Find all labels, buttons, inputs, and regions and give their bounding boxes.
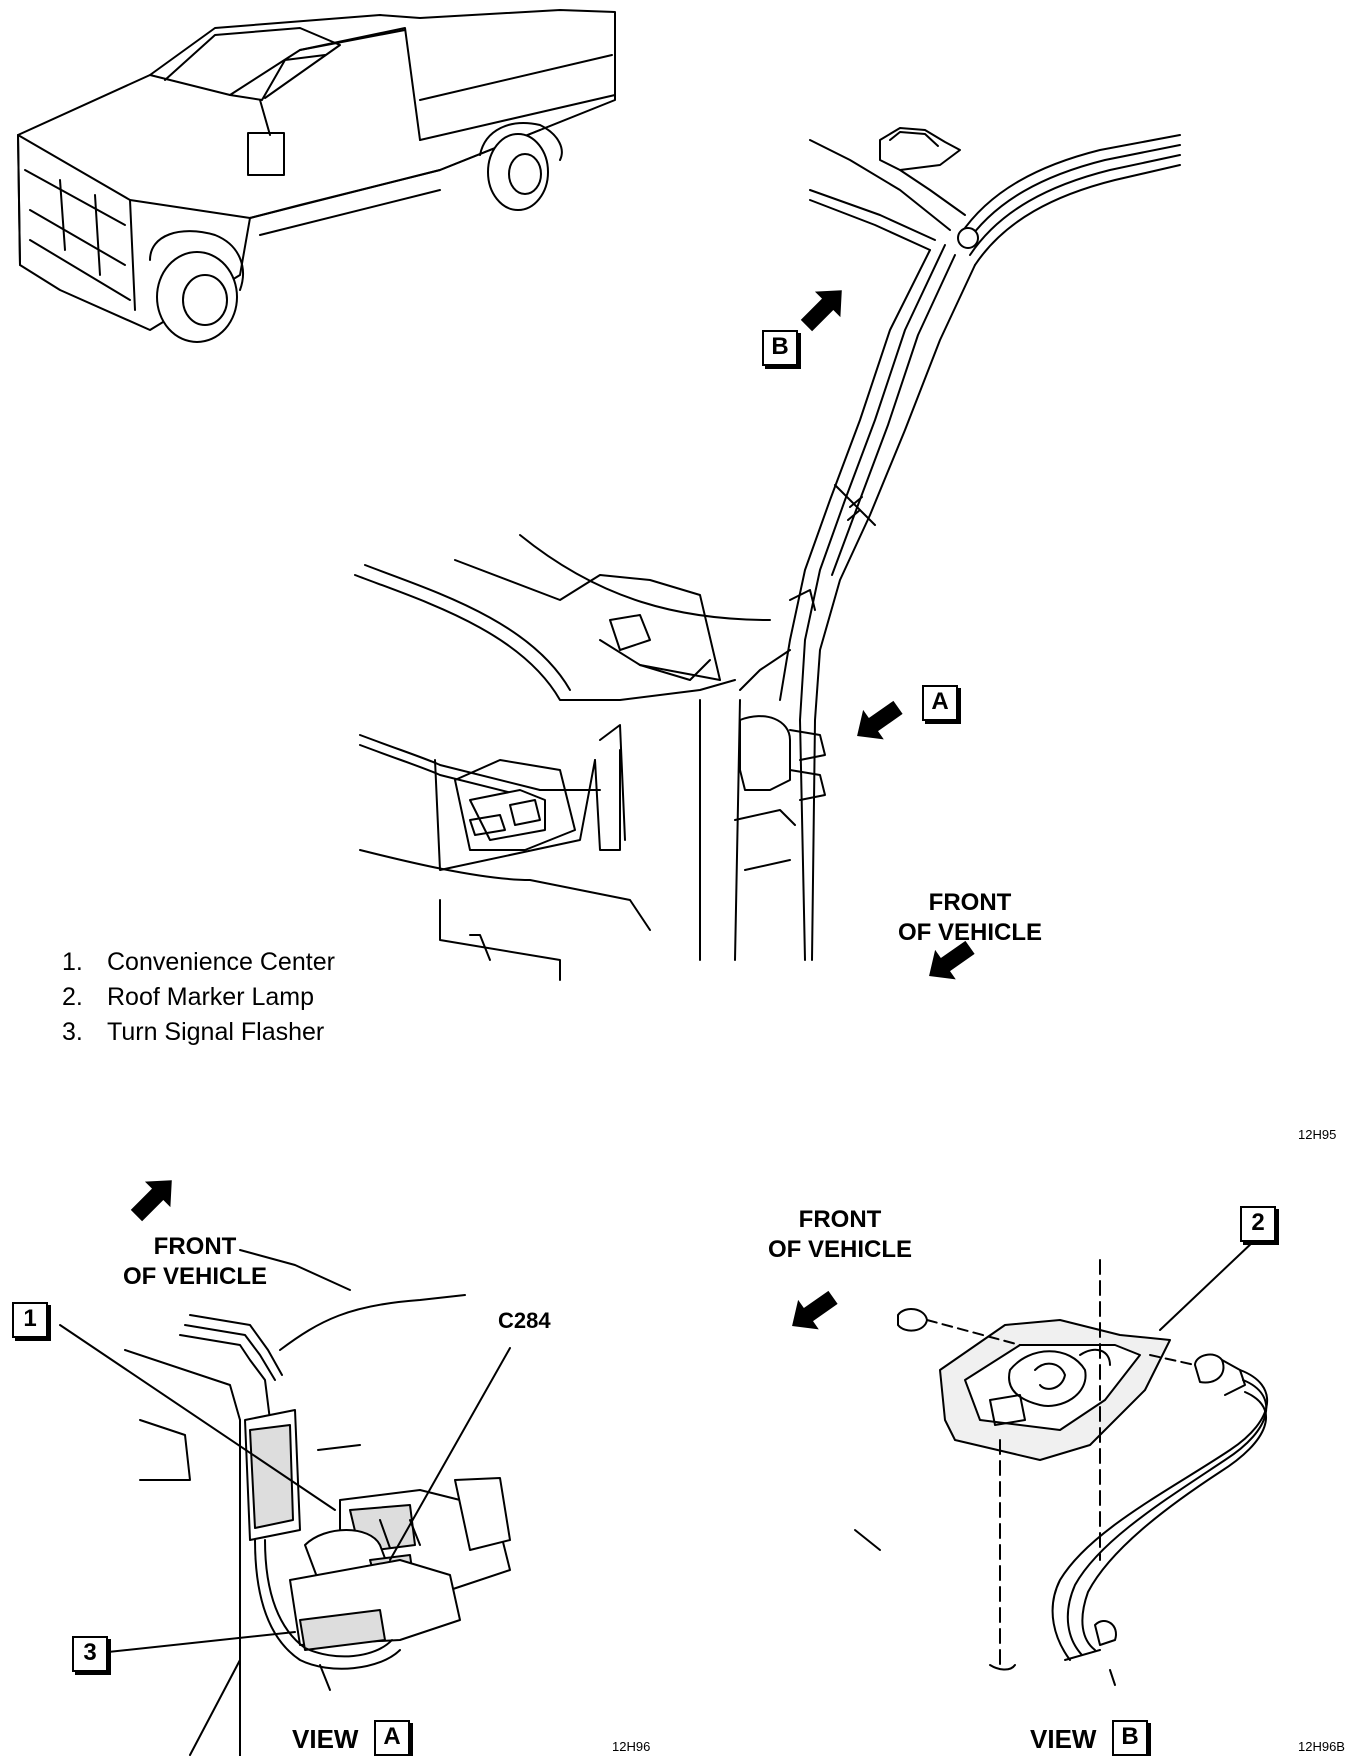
connector-label: C284	[498, 1308, 551, 1333]
view-a-caption: VIEW	[292, 1724, 359, 1754]
front-label-line1: FRONT	[153, 1233, 237, 1260]
callout-2: 2	[1240, 1206, 1276, 1242]
view-b-front-label: FRONT OF VEHICLE	[735, 1205, 945, 1265]
legend-label: Convenience Center	[107, 948, 335, 976]
legend-number: 3.	[62, 1018, 83, 1046]
legend-label: Turn Signal Flasher	[107, 1018, 325, 1046]
legend-number: 1.	[62, 948, 83, 976]
front-label-line2: OF VEHICLE	[767, 1236, 912, 1263]
figure-code: 12H96B	[1298, 1739, 1345, 1754]
front-arrow-view-a-icon	[130, 1180, 172, 1222]
legend-item: 3. Turn Signal Flasher	[62, 1020, 335, 1045]
legend-item: 2. Roof Marker Lamp	[62, 985, 335, 1010]
front-label-line2: OF VEHICLE	[122, 1263, 267, 1290]
view-a-front-label: FRONT OF VEHICLE	[95, 1232, 295, 1292]
cab-pillar-illustration	[354, 127, 1181, 981]
arrow-b-icon	[800, 290, 842, 332]
front-arrow-view-b-icon	[792, 1290, 838, 1330]
legend-item: 1. Convenience Center	[62, 950, 335, 975]
figure-code: 12H95	[1298, 1127, 1337, 1142]
view-b-letter: B	[1112, 1720, 1148, 1756]
callout-a: A	[922, 685, 958, 721]
legend-number: 2.	[62, 983, 83, 1011]
legend: 1. Convenience Center 2. Roof Marker Lam…	[62, 950, 335, 1055]
legend-label: Roof Marker Lamp	[107, 983, 315, 1011]
view-b-caption: VIEW	[1030, 1724, 1097, 1754]
front-arrow-main-icon	[929, 940, 975, 980]
view-b-illustration	[854, 1239, 1268, 1686]
callout-3: 3	[72, 1636, 108, 1672]
arrow-a-icon	[857, 700, 903, 740]
front-label-line1: FRONT	[928, 889, 1012, 916]
view-a-illustration	[59, 1249, 511, 1756]
callout-b: B	[762, 330, 798, 366]
front-label-line1: FRONT	[798, 1206, 882, 1233]
callout-1: 1	[12, 1302, 48, 1338]
view-a-letter: A	[374, 1720, 410, 1756]
front-label-line2: OF VEHICLE	[897, 919, 1042, 946]
pickup-truck-illustration	[17, 9, 616, 343]
figure-code: 12H96	[612, 1739, 651, 1754]
front-of-vehicle-label: FRONT OF VEHICLE	[860, 888, 1080, 948]
